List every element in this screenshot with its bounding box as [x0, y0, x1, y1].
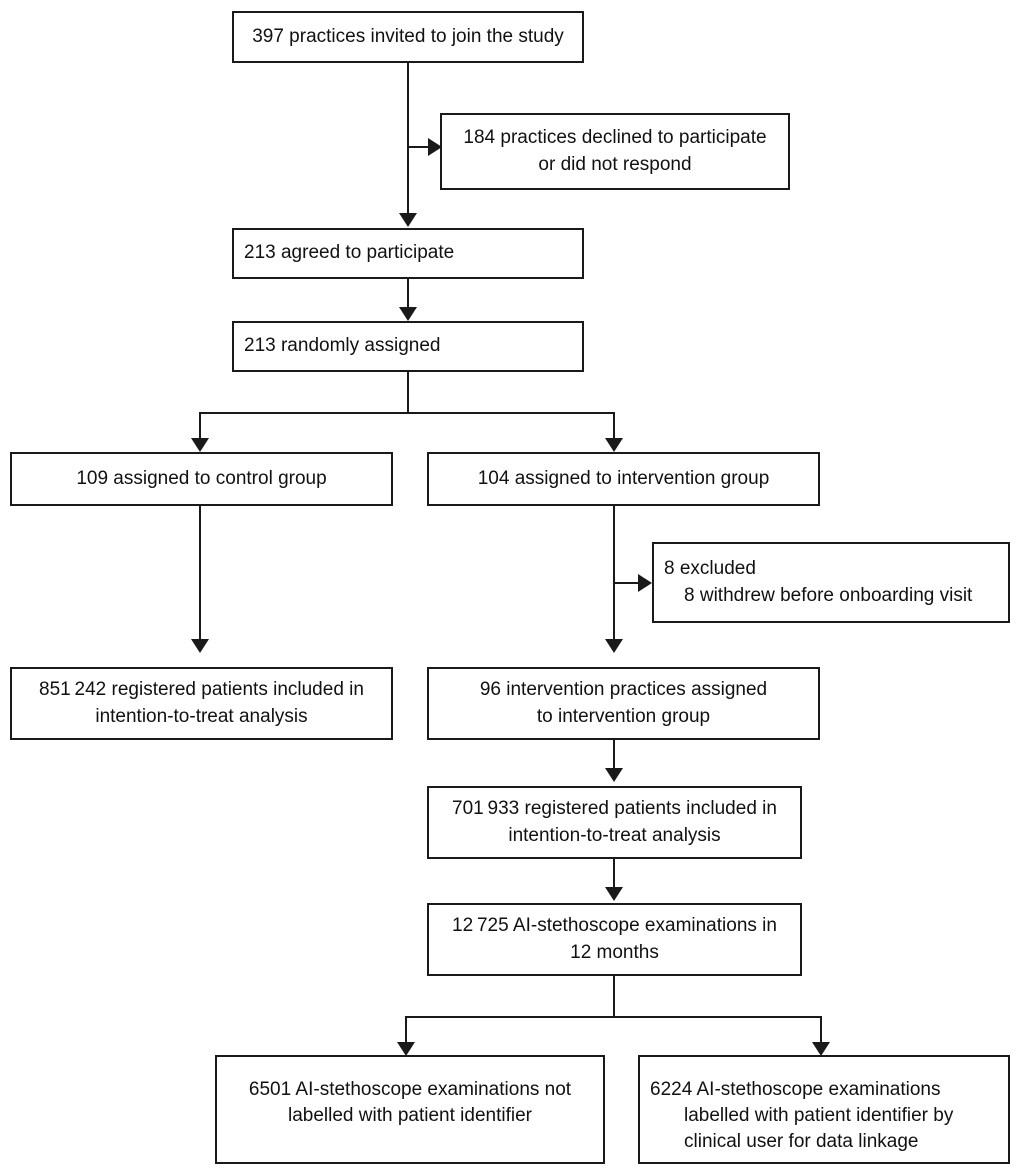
edge-intervention-to-excluded-line — [613, 582, 639, 584]
node-intervention-itt-line-1: 701 933 registered patients included in — [452, 798, 777, 820]
edge-exams-split-bar — [405, 1016, 821, 1018]
edge-randomised-to-intervention-arrowhead — [605, 438, 623, 452]
edge-intervention-to-excluded-arrowhead — [638, 574, 652, 592]
node-control-itt-line-1: 851 242 registered patients included in — [39, 679, 364, 701]
node-control-itt: 851 242 registered patients included in … — [10, 667, 393, 740]
node-excluded: 8 excluded 8 withdrew before onboarding … — [652, 542, 1010, 623]
node-exams-labelled-line-2: labelled with patient identifier by — [684, 1105, 954, 1127]
edge-itt-to-exams-arrowhead — [605, 887, 623, 901]
node-control-group-line-1: 109 assigned to control group — [76, 467, 327, 489]
edge-agreed-to-randomised-line — [407, 279, 409, 309]
node-declined-line-1: 184 practices declined to participate — [463, 127, 767, 149]
edge-invited-to-declined-line — [407, 146, 429, 148]
node-exams-unlabelled-line-2: labelled with patient identifier — [288, 1105, 532, 1127]
edge-control-to-itt-line — [199, 506, 201, 641]
node-intervention-group-line-1: 104 assigned to intervention group — [477, 467, 770, 489]
node-exams-labelled: 6224 AI-stethoscope examinations labelle… — [638, 1055, 1010, 1164]
node-intervention-group: 104 assigned to intervention group — [427, 452, 820, 506]
node-randomised-line-1: 213 randomly assigned — [244, 335, 441, 357]
edge-exams-to-unlabelled-line — [405, 1016, 407, 1044]
edge-randomised-to-control-line — [199, 412, 201, 440]
node-intervention-assigned-line-2: to intervention group — [536, 705, 711, 727]
edge-assigned-to-itt-line — [613, 740, 615, 770]
node-intervention-assigned: 96 intervention practices assigned to in… — [427, 667, 820, 740]
edge-exams-split-stem — [613, 976, 615, 1018]
node-control-itt-line-2: intention-to-treat analysis — [95, 705, 308, 727]
node-exams-total-line-2: 12 months — [570, 941, 659, 963]
node-excluded-line-2: 8 withdrew before onboarding visit — [684, 584, 973, 606]
node-exams-unlabelled-line-1: 6501 AI-stethoscope examinations not — [248, 1079, 572, 1100]
edge-agreed-to-randomised-arrowhead — [399, 307, 417, 321]
edge-exams-to-labelled-arrowhead — [812, 1042, 830, 1056]
node-declined-line-2: or did not respond — [538, 153, 692, 175]
edge-control-to-itt-arrowhead — [191, 639, 209, 653]
node-exams-labelled-line-3: clinical user for data linkage — [684, 1131, 919, 1153]
edge-randomised-split-stem — [407, 372, 409, 414]
node-invited-line-1: 397 practices invited to join the study — [252, 25, 564, 47]
node-control-group: 109 assigned to control group — [10, 452, 393, 506]
node-excluded-line-1: 8 excluded — [664, 558, 756, 580]
edge-randomised-to-control-arrowhead — [191, 438, 209, 452]
node-invited: 397 practices invited to join the study — [232, 11, 584, 63]
node-agreed-line-1: 213 agreed to participate — [244, 242, 455, 264]
node-declined: 184 practices declined to participate or… — [440, 113, 790, 190]
node-exams-total: 12 725 AI-stethoscope examinations in 12… — [427, 903, 802, 976]
edge-itt-to-exams-line — [613, 859, 615, 889]
edge-exams-to-labelled-line — [820, 1016, 822, 1044]
edge-randomised-to-intervention-line — [613, 412, 615, 440]
edge-randomised-split-bar — [199, 412, 615, 414]
node-randomised: 213 randomly assigned — [232, 321, 584, 372]
edge-invited-to-agreed-arrowhead — [399, 213, 417, 227]
edge-invited-to-declined-arrowhead — [428, 138, 442, 156]
edge-intervention-to-assigned-line — [613, 506, 615, 641]
edge-intervention-to-assigned-arrowhead — [605, 639, 623, 653]
node-agreed: 213 agreed to participate — [232, 228, 584, 279]
node-exams-labelled-line-1: 6224 AI-stethoscope examinations — [650, 1079, 941, 1100]
edge-assigned-to-itt-arrowhead — [605, 768, 623, 782]
node-exams-total-line-1: 12 725 AI-stethoscope examinations in — [452, 915, 777, 937]
node-intervention-itt: 701 933 registered patients included in … — [427, 786, 802, 859]
node-intervention-itt-line-2: intention-to-treat analysis — [508, 824, 721, 846]
edge-invited-to-agreed-line — [407, 63, 409, 215]
node-intervention-assigned-line-1: 96 intervention practices assigned — [479, 679, 768, 701]
edge-exams-to-unlabelled-arrowhead — [397, 1042, 415, 1056]
node-exams-unlabelled: 6501 AI-stethoscope examinations not lab… — [215, 1055, 605, 1164]
